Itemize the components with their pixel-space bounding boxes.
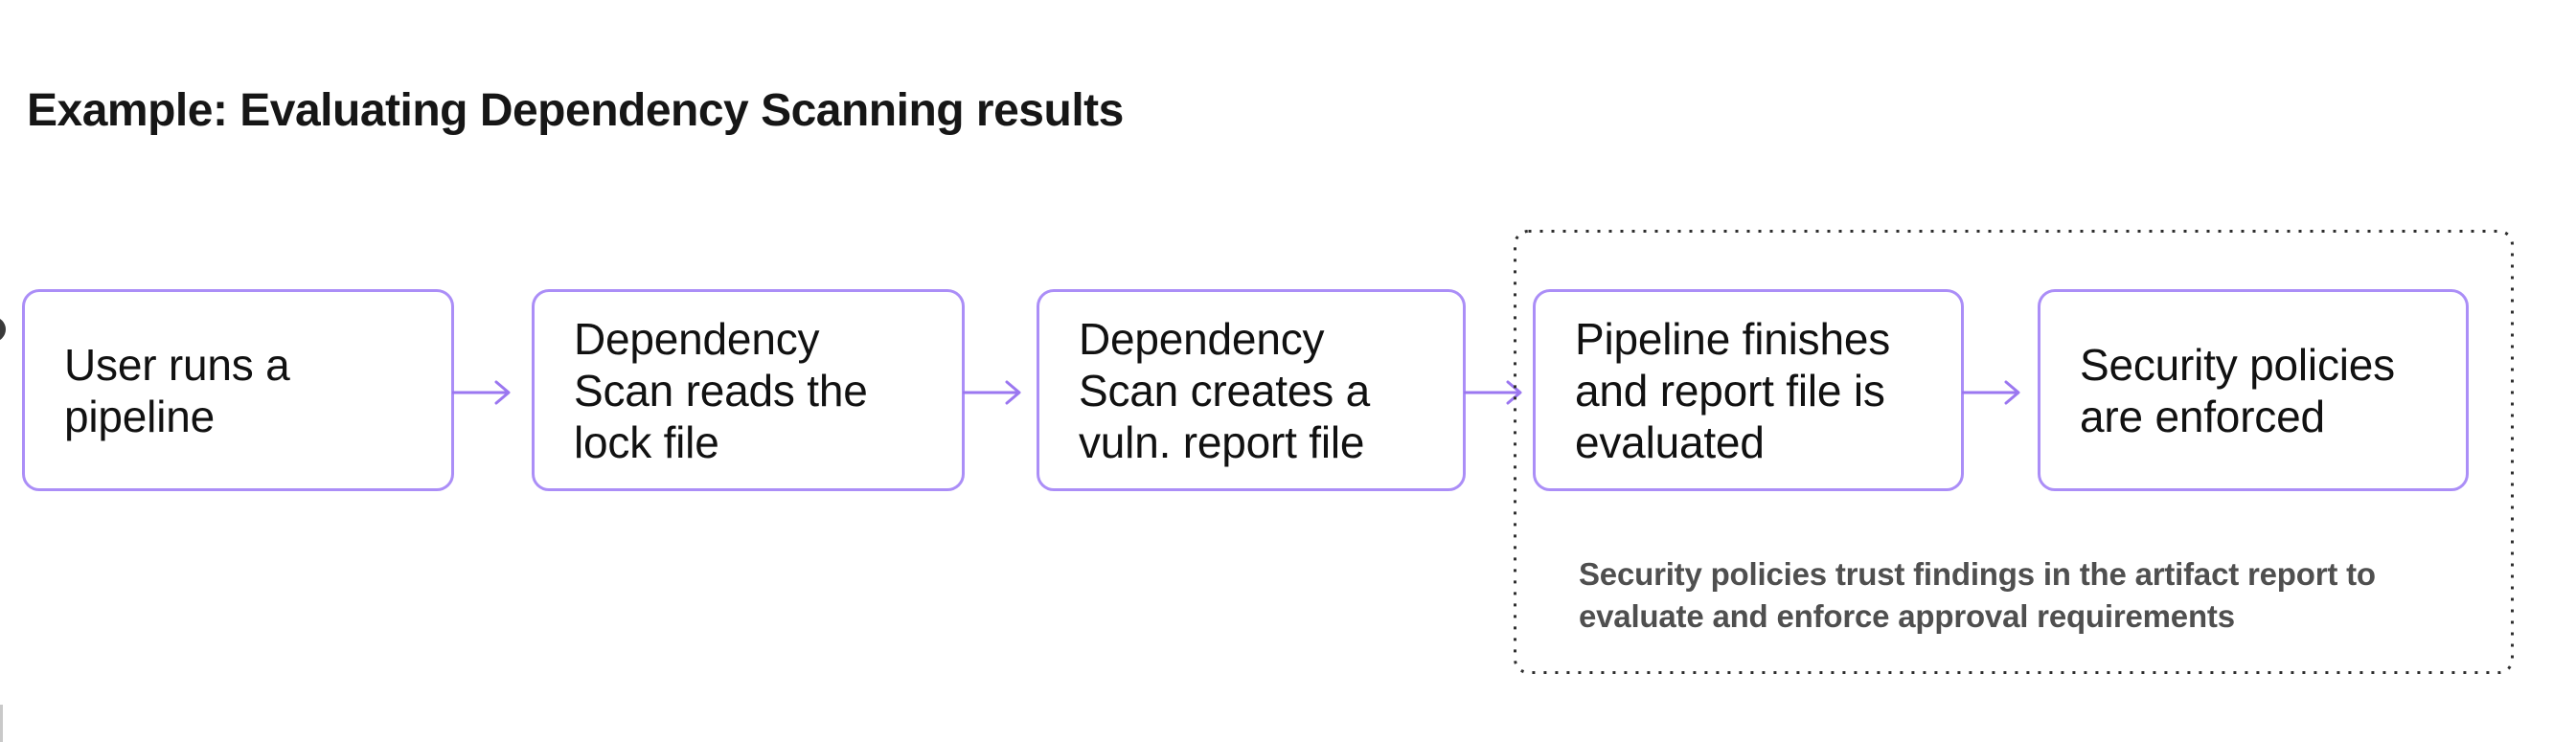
left-edge-line-decoration bbox=[0, 705, 3, 742]
flow-step-label: Dependency Scan creates a vuln. report f… bbox=[1079, 313, 1371, 467]
flow-arrow-icon bbox=[963, 380, 1021, 405]
flow-step-label: Security policies are enforced bbox=[2080, 339, 2395, 441]
policy-evaluation-note: Security policies trust findings in the … bbox=[1579, 553, 2376, 638]
policy-evaluation-group-border bbox=[1514, 230, 2514, 674]
flow-step-label: Pipeline finishes and report file is eva… bbox=[1575, 313, 1891, 467]
flow-step-label: User runs a pipeline bbox=[64, 339, 290, 441]
flow-step-policies-enforced: Security policies are enforced bbox=[2038, 289, 2469, 491]
flow-arrow-icon bbox=[1464, 380, 1522, 405]
flow-arrow-icon bbox=[452, 380, 511, 405]
flow-step-pipeline-finishes: Pipeline finishes and report file is eva… bbox=[1533, 289, 1964, 491]
flow-step-label: Dependency Scan reads the lock file bbox=[574, 313, 868, 467]
flow-arrow-icon bbox=[1962, 380, 2020, 405]
clipped-circle-decoration bbox=[0, 317, 6, 342]
page-title: Example: Evaluating Dependency Scanning … bbox=[27, 85, 1124, 136]
flow-step-scan-reads-lock-file: Dependency Scan reads the lock file bbox=[532, 289, 965, 491]
flow-step-user-runs-pipeline: User runs a pipeline bbox=[22, 289, 454, 491]
flow-step-scan-creates-report: Dependency Scan creates a vuln. report f… bbox=[1037, 289, 1466, 491]
policy-note-line-2: evaluate and enforce approval requiremen… bbox=[1579, 598, 2235, 634]
policy-note-line-1: Security policies trust findings in the … bbox=[1579, 556, 2376, 592]
